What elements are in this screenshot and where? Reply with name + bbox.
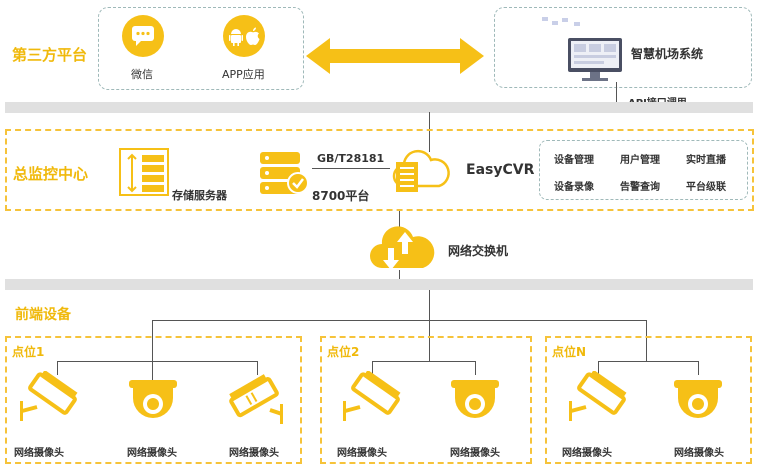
- network-switch-label: 网络交换机: [448, 244, 509, 258]
- easycvr-cloud-server-icon: [390, 146, 452, 196]
- point-1-bus: [57, 361, 257, 362]
- bullet-camera-icon: [566, 369, 630, 423]
- dome-camera-icon: [449, 376, 501, 426]
- connector-points-horizontal: [152, 320, 647, 321]
- feature-user-mgmt: 用户管理: [620, 155, 660, 166]
- monitor-icon: [566, 36, 624, 82]
- point-n-bus: [598, 361, 699, 362]
- feature-live: 实时直播: [686, 155, 726, 166]
- platform-8700-label: 8700平台: [312, 189, 370, 203]
- protocol-connector: [312, 168, 390, 169]
- storage-server-icon: [118, 147, 170, 197]
- bullet-camera-icon: [17, 369, 81, 423]
- feature-cascade: 平台级联: [686, 182, 726, 193]
- airport-system-box: [494, 7, 752, 88]
- feature-recording: 设备录像: [554, 182, 594, 193]
- server-8700-icon: [258, 150, 310, 196]
- storage-server-label: 存储服务器: [172, 189, 227, 202]
- point-2-bus: [372, 361, 476, 362]
- network-bar-bottom: [5, 279, 753, 290]
- bullet-camera-icon: [228, 374, 290, 426]
- point-n-box: [545, 336, 752, 464]
- dots-decoration-icon: [540, 14, 590, 28]
- point-1-title: 点位1: [12, 345, 45, 359]
- point-1-camera-1-label: 网络摄像头: [14, 448, 64, 459]
- app-icon: [222, 14, 266, 58]
- point-2-camera-1-label: 网络摄像头: [337, 448, 387, 459]
- front-devices-title: 前端设备: [15, 307, 71, 323]
- point-1-camera-2-label: 网络摄像头: [127, 448, 177, 459]
- app-label: APP应用: [222, 68, 265, 81]
- point-2-box: [320, 336, 532, 464]
- point-n-title: 点位N: [552, 345, 587, 359]
- third-party-box: [98, 7, 304, 90]
- point-1-drop-3: [257, 361, 258, 375]
- protocol-label: GB/T28181: [317, 152, 385, 165]
- feature-alarm: 告警查询: [620, 182, 660, 193]
- network-bar-top: [5, 102, 753, 113]
- connector-center-to-switch: [399, 211, 400, 229]
- connector-bar-to-points: [429, 290, 430, 320]
- point-2-drop-1: [372, 361, 373, 375]
- easycvr-label: EasyCVR: [466, 162, 535, 178]
- point-2-title: 点位2: [327, 345, 360, 359]
- point-n-camera-2-label: 网络摄像头: [674, 448, 724, 459]
- connector-switch-to-bar: [399, 270, 400, 279]
- api-connector: [616, 82, 617, 102]
- point-1-box: [5, 336, 302, 464]
- monitoring-center-box: [5, 129, 754, 211]
- monitoring-center-title: 总监控中心: [13, 165, 89, 183]
- airport-system-label: 智慧机场系统: [631, 47, 704, 61]
- wechat-label: 微信: [131, 68, 153, 81]
- point-2-drop-2: [475, 361, 476, 375]
- connector-point2: [429, 320, 430, 362]
- connector-bar-to-easycvr: [429, 112, 430, 152]
- point-n-camera-1-label: 网络摄像头: [562, 448, 612, 459]
- connector-pointn: [646, 320, 647, 362]
- point-1-drop-1: [57, 361, 58, 375]
- third-party-title: 第三方平台: [12, 46, 88, 64]
- point-1-drop-2: [152, 361, 153, 375]
- feature-device-mgmt: 设备管理: [554, 155, 594, 166]
- wechat-icon: [121, 14, 165, 58]
- point-n-drop-1: [598, 361, 599, 375]
- network-switch-icon: [368, 222, 438, 274]
- point-1-camera-3-label: 网络摄像头: [229, 448, 279, 459]
- dome-camera-icon: [672, 376, 724, 426]
- dome-camera-icon: [127, 376, 179, 426]
- bidirectional-arrow-icon: [306, 38, 484, 74]
- point-n-drop-2: [698, 361, 699, 375]
- feature-box: [539, 140, 748, 200]
- bullet-camera-icon: [340, 369, 404, 423]
- point-2-camera-2-label: 网络摄像头: [450, 448, 500, 459]
